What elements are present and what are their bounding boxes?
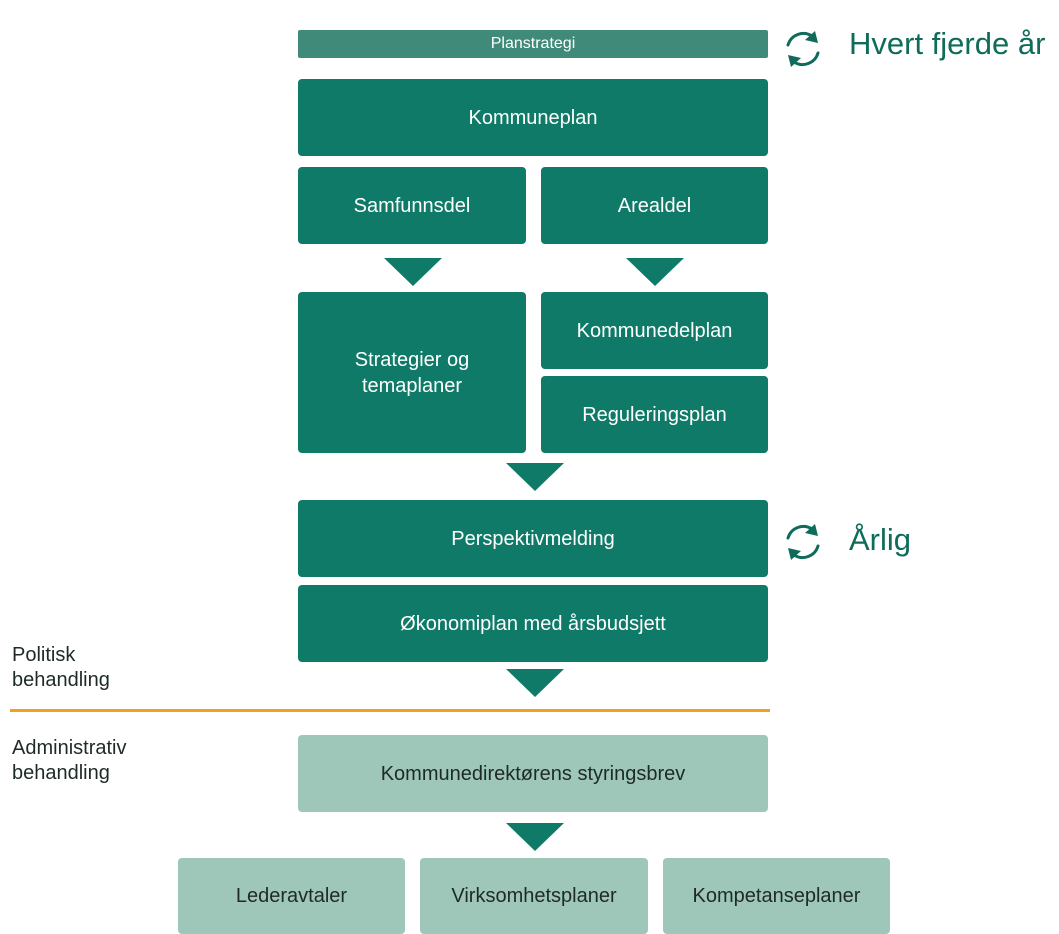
reguleringsplan-label: Reguleringsplan xyxy=(582,403,727,426)
planstrategi-box: Planstrategi xyxy=(298,30,768,58)
arealdel-box: Arealdel xyxy=(541,167,768,244)
okonomiplan-box: Økonomiplan med årsbudsjett xyxy=(298,585,768,662)
politisk-line2: behandling xyxy=(12,669,110,691)
styringsbrev-label: Kommunedirektørens styringsbrev xyxy=(380,762,686,785)
frequency-label-quadrennial: Hvert fjerde år xyxy=(849,26,1046,61)
down-arrow-icon xyxy=(506,823,564,851)
politisk-behandling-label: Politisk behandling xyxy=(12,643,110,693)
virksomhetsplaner-label: Virksomhetsplaner xyxy=(451,885,617,907)
down-arrow-icon xyxy=(384,258,442,286)
strategier-box: Strategier og temaplaner xyxy=(298,292,526,453)
planstrategi-label: Planstrategi xyxy=(490,35,576,52)
administrativ-line1: Administrativ xyxy=(12,737,127,759)
down-arrow-icon xyxy=(626,258,684,286)
kommunedelplan-box: Kommunedelplan xyxy=(541,292,768,369)
perspektivmelding-label: Perspektivmelding xyxy=(451,527,615,550)
down-arrow-icon xyxy=(506,463,564,491)
administrativ-behandling-label: Administrativ behandling xyxy=(12,736,126,786)
arealdel-label: Arealdel xyxy=(617,194,692,217)
cycle-arrows-icon xyxy=(786,31,820,67)
perspektivmelding-box: Perspektivmelding xyxy=(298,500,768,577)
politisk-line1: Politisk xyxy=(12,644,76,666)
frequency-label-annual: Årlig xyxy=(849,522,912,557)
strategier-label-line2: temaplaner xyxy=(361,374,463,397)
samfunnsdel-box: Samfunnsdel xyxy=(298,167,526,244)
kommuneplan-label: Kommuneplan xyxy=(468,106,598,129)
okonomiplan-label: Økonomiplan med årsbudsjett xyxy=(400,612,666,635)
styringsbrev-box: Kommunedirektørens styringsbrev xyxy=(298,735,768,812)
lederavtaler-box: Lederavtaler xyxy=(178,858,405,934)
reguleringsplan-box: Reguleringsplan xyxy=(541,376,768,453)
kompetanseplaner-label: Kompetanseplaner xyxy=(692,885,861,907)
divider-line xyxy=(10,709,770,712)
virksomhetsplaner-box: Virksomhetsplaner xyxy=(420,858,648,934)
strategier-label-line1: Strategier og xyxy=(354,348,470,371)
kommuneplan-box: Kommuneplan xyxy=(298,79,768,156)
kompetanseplaner-box: Kompetanseplaner xyxy=(663,858,890,934)
administrativ-line2: behandling xyxy=(12,762,110,784)
lederavtaler-label: Lederavtaler xyxy=(235,885,348,907)
down-arrow-icon xyxy=(506,669,564,697)
cycle-arrows-icon xyxy=(786,524,820,560)
kommunedelplan-label: Kommunedelplan xyxy=(576,319,733,342)
samfunnsdel-label: Samfunnsdel xyxy=(353,194,471,217)
